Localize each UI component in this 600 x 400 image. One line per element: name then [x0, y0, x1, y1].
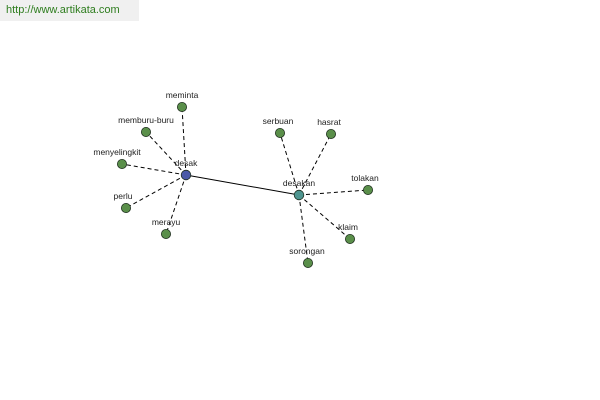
- edge-desak-meminta: [181, 106, 187, 176]
- edge-desakan-hasrat: [298, 133, 332, 196]
- edge-desakan-serbuan: [279, 132, 300, 196]
- graph-nodes: [117, 102, 373, 268]
- edge-desakan-sorongan: [298, 194, 309, 264]
- synonym-label-meminta[interactable]: meminta: [166, 90, 199, 100]
- synonym-node-perlu[interactable]: [121, 202, 132, 213]
- edge-desak-memburu-buru: [145, 131, 187, 176]
- synonym-node-serbuan[interactable]: [274, 127, 285, 138]
- synonym-node-tolakan[interactable]: [362, 184, 373, 195]
- center-label-desak[interactable]: desak: [175, 158, 198, 168]
- graph-edges: [121, 106, 369, 264]
- watermark-url[interactable]: http://www.artikata.com: [6, 4, 120, 16]
- synonym-label-menyelingkit[interactable]: menyelingkit: [93, 147, 141, 157]
- synonym-node-klaim[interactable]: [344, 233, 355, 244]
- synonym-node-meminta[interactable]: [176, 102, 187, 113]
- synonym-label-sorongan[interactable]: sorongan: [289, 246, 325, 256]
- synonym-label-merayu[interactable]: merayu: [152, 217, 181, 227]
- synonym-node-memburu-buru[interactable]: [140, 127, 151, 138]
- graph-labels: meminta memburu-buru menyelingkit perlu mera…: [93, 90, 379, 256]
- synonym-node-merayu[interactable]: [160, 228, 171, 239]
- edge-desak-menyelingkit: [121, 163, 187, 176]
- edge-desak-merayu: [165, 174, 187, 235]
- edge-desak-perlu: [125, 174, 187, 209]
- center-label-desakan[interactable]: desakan: [283, 178, 315, 188]
- synonym-node-sorongan[interactable]: [302, 257, 313, 268]
- edge-desakan-klaim: [298, 194, 351, 240]
- center-node-desak[interactable]: [180, 169, 192, 181]
- center-node-desakan[interactable]: [293, 189, 305, 201]
- edge-desakan-tolakan: [298, 189, 369, 196]
- watermark-bar: http://www.artikata.com: [0, 0, 139, 21]
- synonym-label-memburu-buru[interactable]: memburu-buru: [118, 115, 174, 125]
- synonym-label-perlu[interactable]: perlu: [114, 191, 133, 201]
- synonym-label-klaim[interactable]: klaim: [338, 222, 358, 232]
- synonym-label-hasrat[interactable]: hasrat: [317, 117, 341, 127]
- synonym-node-menyelingkit[interactable]: [117, 158, 128, 169]
- edge-center-link: [185, 174, 300, 196]
- synonym-label-serbuan[interactable]: serbuan: [263, 116, 294, 126]
- synonym-node-hasrat[interactable]: [325, 128, 336, 139]
- synonym-label-tolakan[interactable]: tolakan: [351, 173, 379, 183]
